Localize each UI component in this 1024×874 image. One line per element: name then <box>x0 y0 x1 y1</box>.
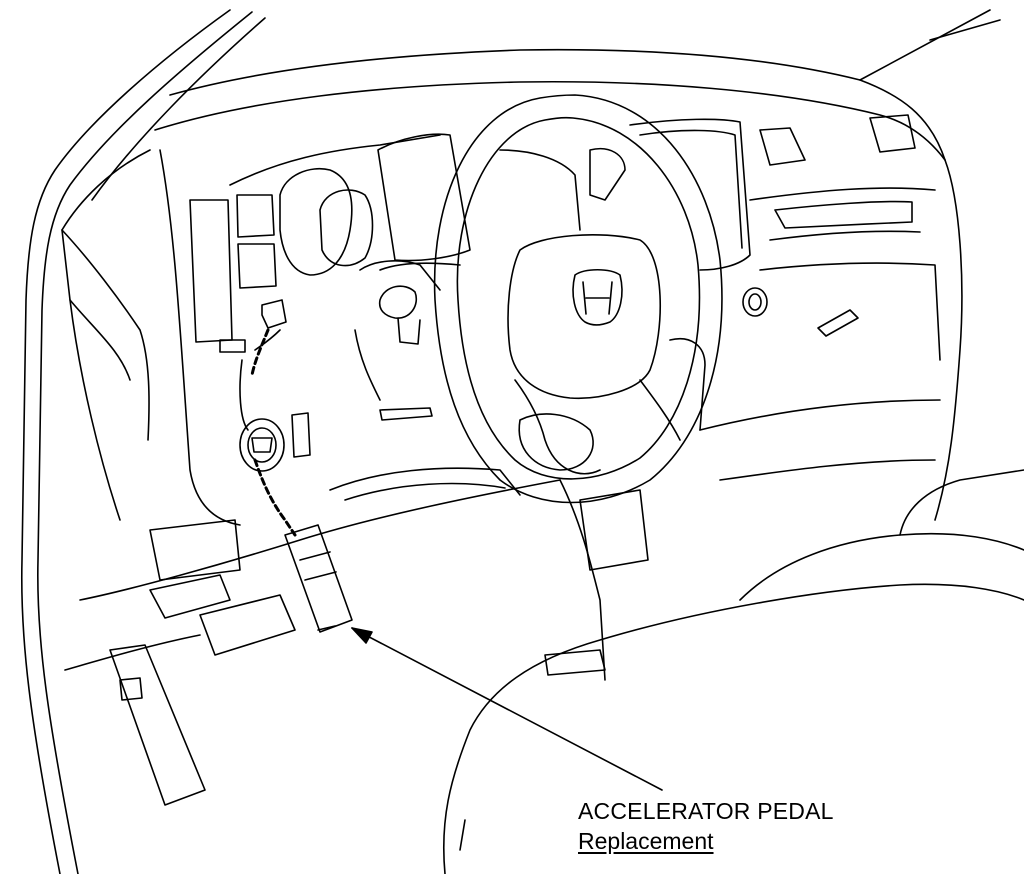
wiring-harness <box>250 328 297 537</box>
dash-top <box>154 9 1001 161</box>
replacement-link[interactable]: Replacement <box>578 828 714 854</box>
callout-label: ACCELERATOR PEDAL Replacement <box>578 796 834 856</box>
seat <box>442 469 1024 874</box>
accelerator-pedal <box>284 524 353 633</box>
steering-column <box>329 260 521 501</box>
left-dash-panel <box>61 149 277 526</box>
brake-pedal <box>64 479 561 806</box>
right-dash <box>699 114 963 521</box>
pedal-sensor-mount <box>239 299 311 472</box>
part-name-label: ACCELERATOR PEDAL <box>578 798 834 824</box>
callout-leader <box>351 627 663 791</box>
center-stack <box>544 118 806 681</box>
instrument-cluster <box>229 133 581 276</box>
steering-wheel <box>433 94 723 504</box>
honda-logo-icon <box>572 268 623 326</box>
